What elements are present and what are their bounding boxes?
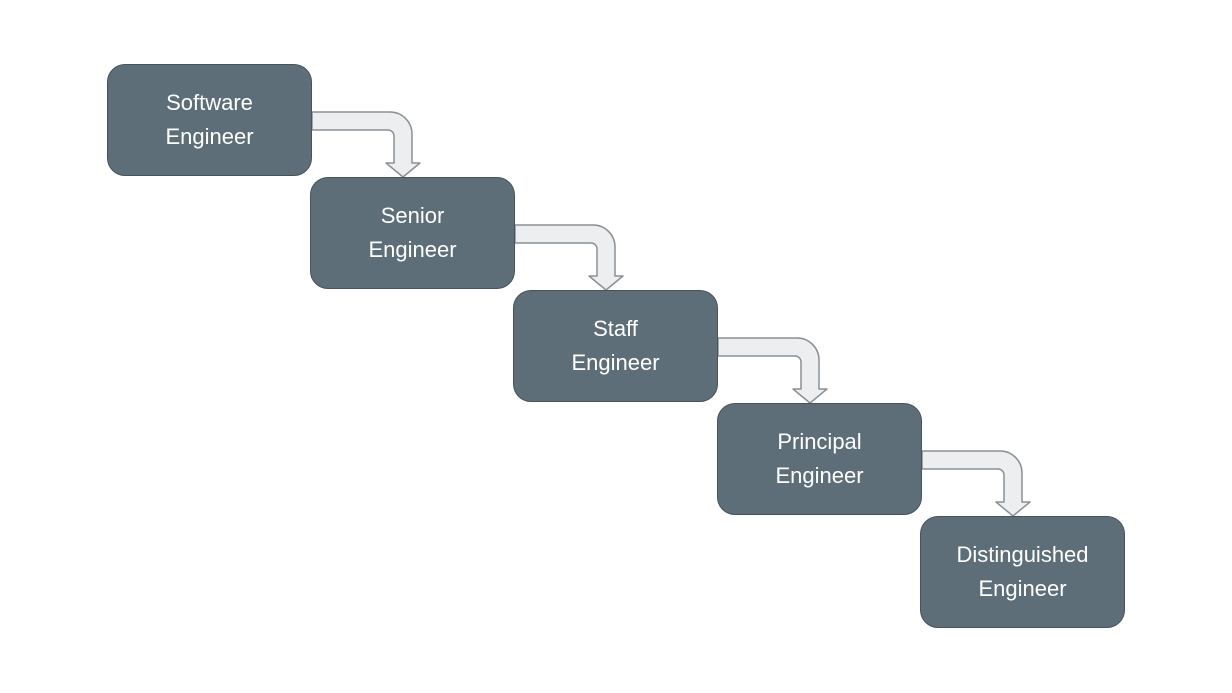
- node-software-engineer: Software Engineer: [107, 64, 312, 176]
- node-label-line: Principal: [777, 429, 862, 454]
- node-senior-engineer: Senior Engineer: [310, 177, 515, 289]
- node-label-line: Engineer: [368, 237, 457, 262]
- node-label-line: Engineer: [775, 463, 864, 488]
- node-label-line: Engineer: [978, 576, 1067, 601]
- node-label-line: Engineer: [165, 124, 254, 149]
- node-label-line: Engineer: [571, 350, 660, 375]
- node-principal-engineer: Principal Engineer: [717, 403, 922, 515]
- node-label-line: Software: [166, 90, 253, 115]
- connector-arrow-senior-to-staff: [514, 224, 624, 291]
- node-label-line: Senior: [380, 203, 445, 228]
- node-label-line: Distinguished: [956, 542, 1089, 567]
- node-distinguished-engineer: Distinguished Engineer: [920, 516, 1125, 628]
- connector-arrow-principal-to-distinguished: [921, 450, 1031, 517]
- connector-arrow-staff-to-principal: [717, 337, 828, 404]
- node-label-line: Staff: [593, 316, 638, 341]
- node-staff-engineer: Staff Engineer: [513, 290, 718, 402]
- connector-arrow-software-to-senior: [311, 111, 421, 178]
